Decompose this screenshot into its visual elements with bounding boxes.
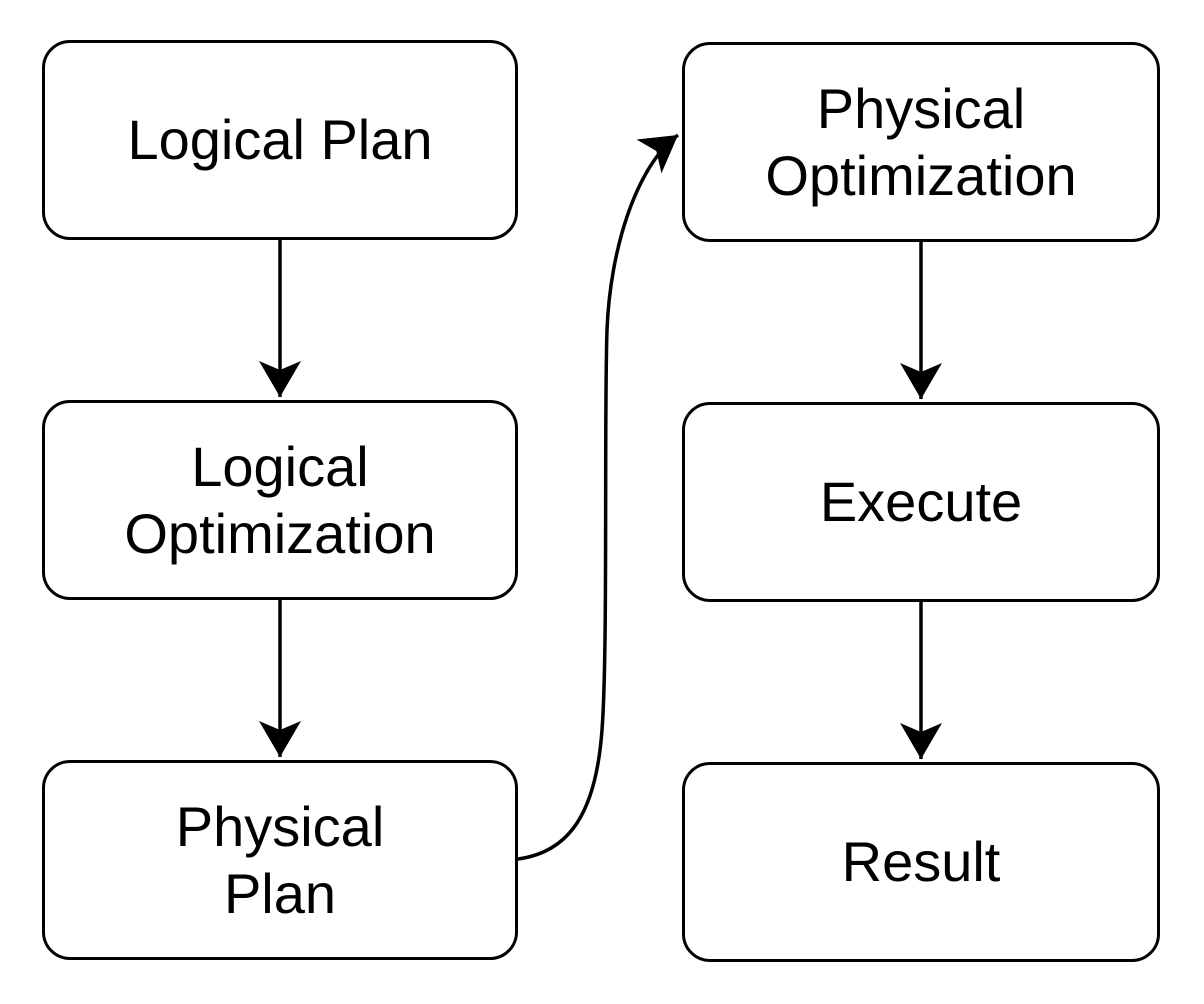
node-physical-plan: Physical Plan	[42, 760, 518, 960]
node-logical-optimization-label: Logical Optimization	[124, 434, 436, 565]
node-result: Result	[682, 762, 1160, 962]
edge-physical-plan-to-physical-optimization	[517, 133, 680, 861]
node-physical-optimization-label: Physical Optimization	[765, 76, 1077, 207]
node-physical-optimization: Physical Optimization	[682, 42, 1160, 242]
node-execute: Execute	[682, 402, 1160, 602]
node-execute-label: Execute	[819, 470, 1023, 534]
node-logical-optimization: Logical Optimization	[42, 400, 518, 600]
node-result-label: Result	[841, 830, 1001, 894]
node-logical-plan-label: Logical Plan	[127, 108, 433, 172]
node-logical-plan: Logical Plan	[42, 40, 518, 240]
node-physical-plan-label: Physical Plan	[175, 794, 385, 925]
